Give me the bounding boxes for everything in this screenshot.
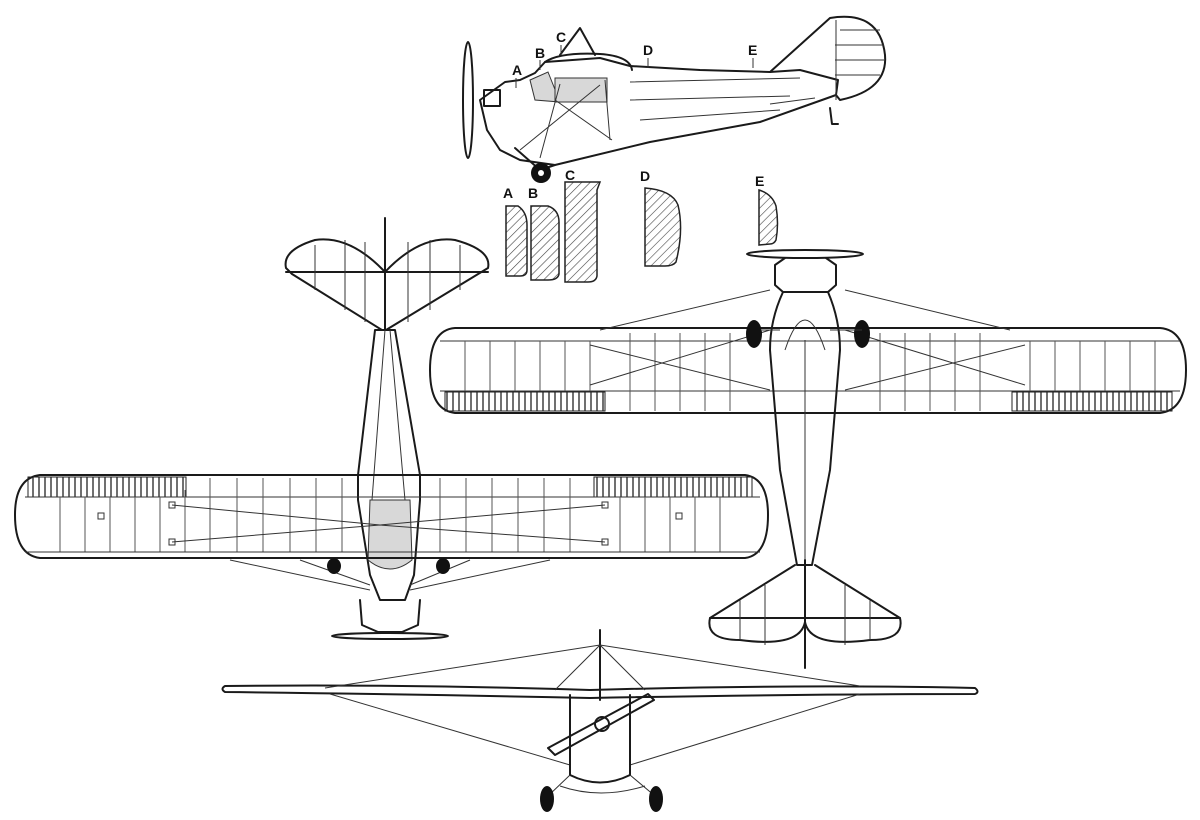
section-label-c: C [565,167,575,183]
engine-bottom [774,257,837,293]
left-wheel-front [540,786,554,812]
section-e [758,188,779,246]
section-label-b: B [528,185,538,201]
left-wheel-top [327,558,341,574]
section-c [564,181,602,283]
fuselage-front [569,694,631,784]
section-label-d: D [640,168,650,184]
label-a: A [512,62,522,78]
section-label-a: A [503,185,513,201]
tail-fin [769,15,887,101]
right-aileron [593,476,753,498]
wing-front [221,684,979,699]
section-b [530,205,560,281]
propeller [462,41,474,159]
right-aileron-bottom [1011,391,1173,412]
side-view: A B C D E [462,15,887,183]
left-wheel-bottom [746,320,762,348]
label-d: D [643,42,653,58]
top-view [14,217,769,640]
wing-bottom [429,327,1187,414]
propeller-bottom [746,249,864,259]
fuselage-top [357,329,421,601]
front-view [221,629,979,812]
left-aileron [27,476,187,498]
cabane-strut [559,27,596,56]
propeller-front [547,693,655,756]
section-a [505,205,528,277]
wing-root-fairing [544,52,633,71]
fuselage-side [479,57,839,166]
right-wheel-top [436,558,450,574]
bottom-view [429,249,1187,669]
engine [483,89,501,107]
right-wheel-bottom [854,320,870,348]
wing-top [14,474,769,559]
right-wheel-front [649,786,663,812]
engine-top [359,599,421,633]
label-e: E [748,42,757,58]
section-d [644,187,682,267]
cross-sections: A B C D E [503,167,779,283]
section-label-e: E [755,173,764,189]
spinner [594,716,610,732]
side-view-labels: A B C D E [512,29,757,88]
horizontal-stabilizer-top [284,238,490,331]
propeller-top [331,632,449,640]
label-c: C [556,29,566,45]
left-aileron-bottom [444,391,606,412]
cabin-window [554,77,608,103]
label-b: B [535,45,545,61]
